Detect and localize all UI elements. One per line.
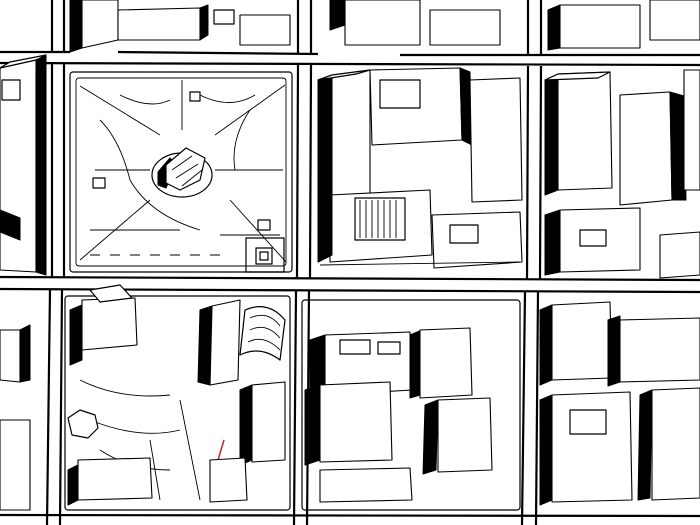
sw-low-building[interactable] bbox=[209, 457, 248, 503]
road-east-west-edge bbox=[520, 0, 530, 525]
road-mid-north-edge bbox=[0, 275, 700, 282]
park-kiosk-north[interactable] bbox=[189, 91, 201, 102]
sc-building-southwest[interactable] bbox=[319, 381, 393, 463]
sw-red-marker bbox=[217, 439, 225, 461]
sc-block-border bbox=[301, 299, 521, 511]
north-building-5[interactable] bbox=[429, 9, 501, 46]
civic-roof-box[interactable] bbox=[449, 224, 479, 244]
sw-block-border bbox=[64, 295, 291, 511]
north-building-2[interactable] bbox=[117, 7, 201, 41]
se-building-1[interactable] bbox=[551, 301, 613, 381]
north-building-1[interactable] bbox=[81, 0, 119, 49]
pavilion[interactable] bbox=[255, 247, 273, 265]
east-tower-2[interactable] bbox=[619, 91, 673, 206]
road-west-west-edge bbox=[45, 0, 54, 525]
civic-roof-structure[interactable] bbox=[379, 79, 421, 109]
se-building-2[interactable] bbox=[619, 317, 700, 383]
south-center-block[interactable] bbox=[301, 299, 521, 511]
park-kiosk-west[interactable] bbox=[92, 177, 106, 189]
sw-angled-building[interactable] bbox=[209, 299, 241, 386]
west-building-south[interactable] bbox=[0, 329, 21, 383]
sw-park-paths bbox=[79, 379, 201, 501]
north-roof-box[interactable] bbox=[213, 9, 235, 25]
central-monument[interactable] bbox=[165, 147, 206, 191]
se-roof-box[interactable] bbox=[569, 409, 607, 435]
se-building-4[interactable] bbox=[651, 387, 700, 501]
west-strip-buildings[interactable] bbox=[0, 54, 47, 511]
pavilion-frame bbox=[245, 237, 285, 273]
north-building-4[interactable] bbox=[344, 0, 421, 46]
park-kiosk-east[interactable] bbox=[257, 219, 271, 231]
north-building-7[interactable] bbox=[649, 0, 700, 41]
sw-pavilion-octagon[interactable] bbox=[67, 409, 99, 439]
sc-building-southeast[interactable] bbox=[437, 397, 493, 473]
east-north-block[interactable] bbox=[544, 69, 700, 279]
east-corner-building[interactable] bbox=[659, 231, 700, 279]
east-tower-3[interactable] bbox=[683, 69, 700, 191]
sw-building-north[interactable] bbox=[81, 297, 138, 351]
road-top-south-edge bbox=[0, 61, 700, 67]
civic-annex-east[interactable] bbox=[469, 77, 523, 203]
east-tower-1[interactable] bbox=[557, 71, 613, 191]
road-top-north-edge bbox=[0, 50, 700, 57]
sc-roof-box-1[interactable] bbox=[339, 339, 371, 355]
sc-building-south-low[interactable] bbox=[319, 467, 413, 503]
road-center-west-edge bbox=[292, 0, 300, 525]
park-paths bbox=[79, 80, 287, 263]
civic-atrium[interactable] bbox=[354, 197, 406, 241]
civic-tower-west[interactable] bbox=[331, 69, 371, 206]
sc-roof-box-2[interactable] bbox=[377, 341, 401, 355]
park-inner-border bbox=[75, 77, 287, 267]
west-roof-box[interactable] bbox=[1, 79, 21, 101]
north-building-3[interactable] bbox=[239, 14, 291, 46]
southwest-block[interactable] bbox=[64, 284, 291, 511]
se-building-3[interactable] bbox=[551, 391, 633, 503]
north-building-6[interactable] bbox=[559, 4, 641, 49]
southeast-block[interactable] bbox=[539, 301, 700, 506]
sw-building-south[interactable] bbox=[77, 457, 153, 501]
east-roof-box[interactable] bbox=[579, 229, 607, 247]
road-east-east-edge bbox=[534, 0, 543, 525]
road-west-east-edge bbox=[58, 0, 66, 525]
central-park-block[interactable] bbox=[69, 71, 293, 273]
park-outer-border bbox=[69, 71, 293, 273]
civic-block[interactable] bbox=[317, 67, 523, 269]
sw-tower-east[interactable] bbox=[251, 381, 286, 463]
north-strip-buildings[interactable] bbox=[69, 0, 700, 53]
sw-curved-roof[interactable] bbox=[239, 306, 286, 361]
road-bottom-edge bbox=[0, 513, 700, 518]
west-building-far-south[interactable] bbox=[0, 419, 31, 511]
sc-building-northeast[interactable] bbox=[419, 327, 473, 399]
